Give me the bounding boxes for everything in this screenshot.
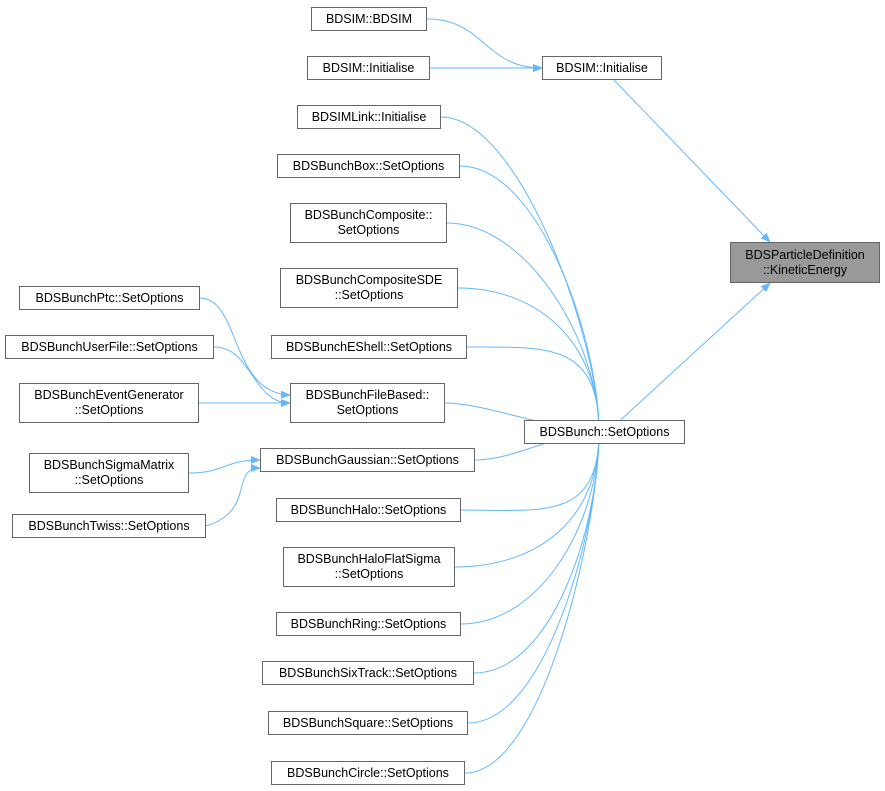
node-label: BDSBunchSquare::SetOptions xyxy=(282,715,454,730)
node-haloflat[interactable]: BDSBunchHaloFlatSigma ::SetOptions xyxy=(283,547,455,587)
node-label: BDSBunchEventGenerator ::SetOptions xyxy=(34,388,184,417)
node-label: BDSBunch::SetOptions xyxy=(539,424,670,439)
node-bdsim_init[interactable]: BDSIM::Initialise xyxy=(542,56,662,80)
node-compositesde[interactable]: BDSBunchCompositeSDE ::SetOptions xyxy=(280,268,458,308)
edge-bdsimlink_init-to-bunch xyxy=(440,116,603,433)
node-bdsim_init_left[interactable]: BDSIM::Initialise xyxy=(307,56,430,80)
node-bdsim_ctor[interactable]: BDSIM::BDSIM xyxy=(311,7,427,31)
node-label: BDSBunchSigmaMatrix ::SetOptions xyxy=(43,458,175,487)
node-label: BDSBunchSixTrack::SetOptions xyxy=(278,665,458,680)
node-bunch[interactable]: BDSBunch::SetOptions xyxy=(524,420,685,444)
edge-bdsim_init-to-kinetic xyxy=(613,79,771,243)
node-ring[interactable]: BDSBunchRing::SetOptions xyxy=(276,612,461,636)
edge-square-to-bunch xyxy=(467,431,603,724)
node-label: BDSBunchRing::SetOptions xyxy=(290,616,447,631)
edge-composite-to-bunch xyxy=(446,222,603,433)
edge-bdsim_ctor-to-bdsim_init xyxy=(426,18,543,72)
node-square[interactable]: BDSBunchSquare::SetOptions xyxy=(268,711,468,735)
edge-sigmamatrix-to-gaussian xyxy=(188,456,261,474)
node-label: BDSIM::BDSIM xyxy=(325,11,413,26)
node-composite[interactable]: BDSBunchComposite:: SetOptions xyxy=(290,203,447,243)
node-label: BDSBunchTwiss::SetOptions xyxy=(28,518,190,533)
edge-haloflat-to-bunch xyxy=(454,431,603,568)
edge-userfile-to-filebased xyxy=(213,346,291,407)
edge-compositesde-to-bunch xyxy=(457,287,603,433)
node-halo[interactable]: BDSBunchHalo::SetOptions xyxy=(276,498,461,522)
node-eshell[interactable]: BDSBunchEShell::SetOptions xyxy=(271,335,467,359)
node-label: BDSBunchUserFile::SetOptions xyxy=(21,339,198,354)
node-circle[interactable]: BDSBunchCircle::SetOptions xyxy=(271,761,465,785)
node-label: BDSIM::Initialise xyxy=(556,60,648,75)
node-label: BDSIM::Initialise xyxy=(322,60,415,75)
node-label: BDSBunchBox::SetOptions xyxy=(292,158,445,173)
node-label: BDSParticleDefinition ::KineticEnergy xyxy=(745,247,865,277)
node-label: BDSBunchPtc::SetOptions xyxy=(35,290,184,305)
edge-circle-to-bunch xyxy=(464,431,603,774)
node-label: BDSBunchComposite:: SetOptions xyxy=(304,208,433,237)
node-label: BDSBunchGaussian::SetOptions xyxy=(276,452,459,467)
edge-eshell-to-bunch xyxy=(466,346,603,433)
edge-ring-to-bunch xyxy=(460,431,603,625)
node-label: BDSBunchEShell::SetOptions xyxy=(285,339,453,354)
node-filebased[interactable]: BDSBunchFileBased:: SetOptions xyxy=(290,383,445,423)
node-sixtrack[interactable]: BDSBunchSixTrack::SetOptions xyxy=(262,661,474,685)
node-label: BDSBunchHalo::SetOptions xyxy=(290,502,447,517)
edge-sixtrack-to-bunch xyxy=(473,431,603,674)
edge-twiss-to-gaussian xyxy=(205,464,261,527)
node-label: BDSBunchCircle::SetOptions xyxy=(287,765,449,780)
edge-box-to-bunch xyxy=(459,165,603,433)
node-label: BDSBunchFileBased:: SetOptions xyxy=(305,388,430,417)
node-kinetic: BDSParticleDefinition ::KineticEnergy xyxy=(730,242,880,283)
node-userfile[interactable]: BDSBunchUserFile::SetOptions xyxy=(5,335,214,359)
edge-ptc-to-filebased xyxy=(199,297,291,399)
node-ptc[interactable]: BDSBunchPtc::SetOptions xyxy=(19,286,200,310)
node-label: BDSBunchCompositeSDE ::SetOptions xyxy=(295,273,443,302)
node-gaussian[interactable]: BDSBunchGaussian::SetOptions xyxy=(260,448,475,472)
node-label: BDSBunchHaloFlatSigma ::SetOptions xyxy=(297,552,441,581)
node-label: BDSIMLink::Initialise xyxy=(311,109,427,124)
node-sigmamatrix[interactable]: BDSBunchSigmaMatrix ::SetOptions xyxy=(29,453,189,493)
node-eventgen[interactable]: BDSBunchEventGenerator ::SetOptions xyxy=(19,383,199,423)
node-box[interactable]: BDSBunchBox::SetOptions xyxy=(277,154,460,178)
edge-bunch-to-kinetic xyxy=(620,282,771,421)
node-bdsimlink_init[interactable]: BDSIMLink::Initialise xyxy=(297,105,441,129)
node-twiss[interactable]: BDSBunchTwiss::SetOptions xyxy=(12,514,206,538)
